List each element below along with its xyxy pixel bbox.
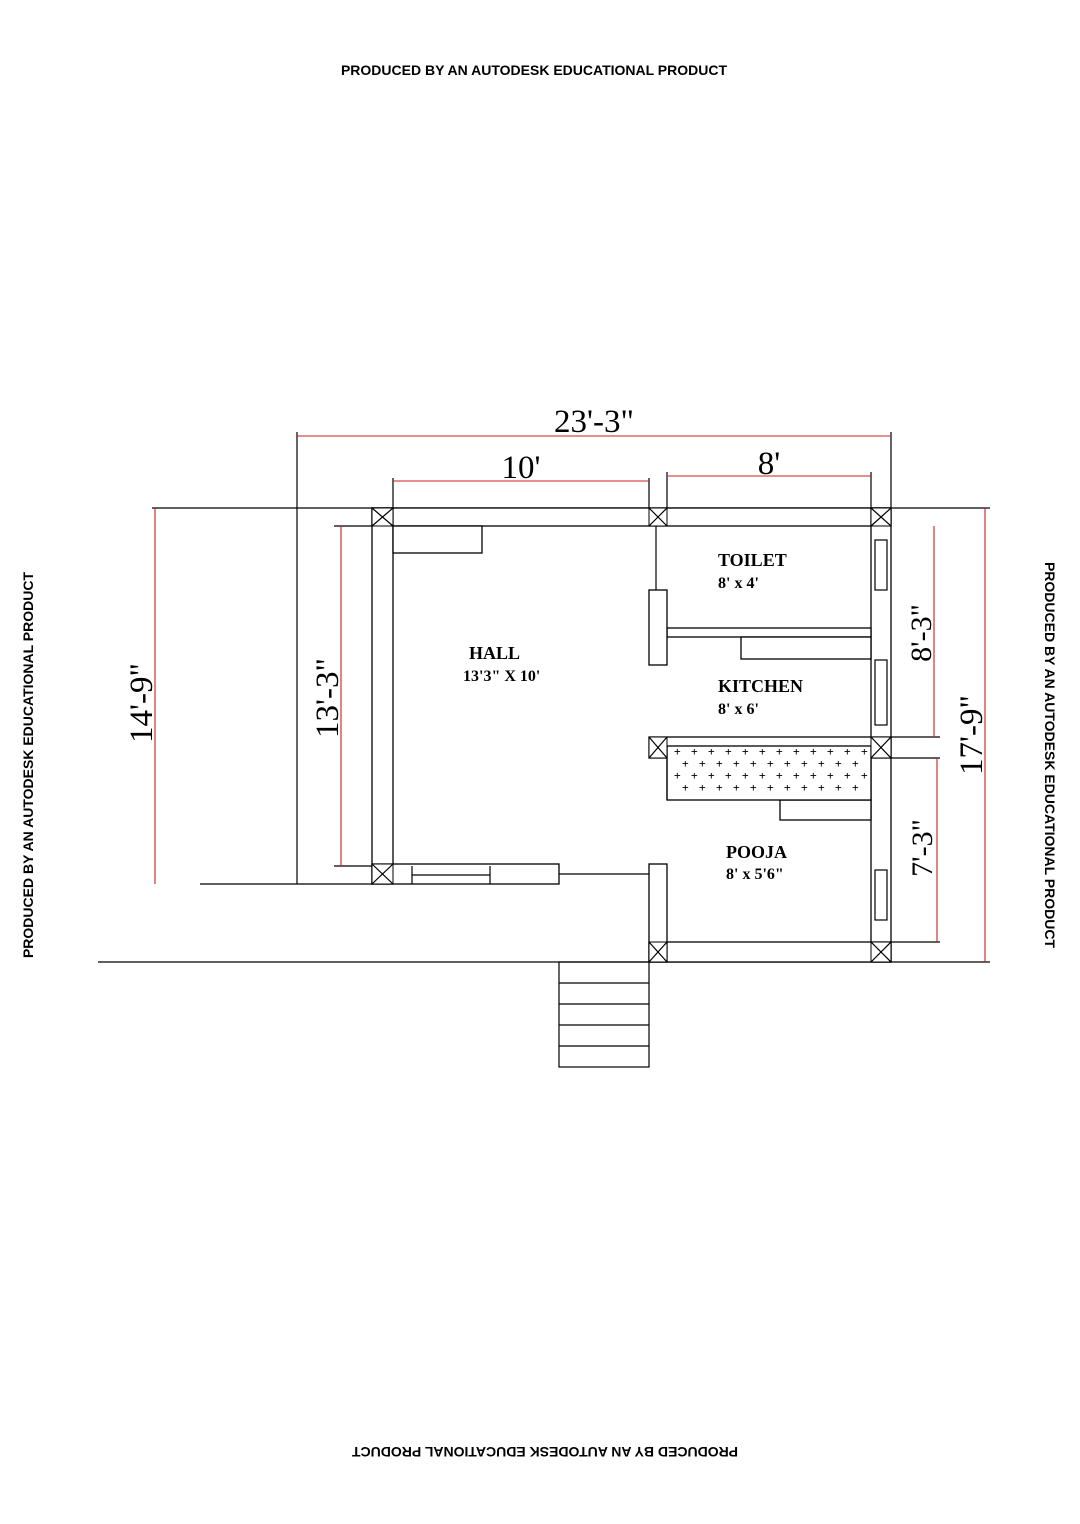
hatch-mark: + bbox=[759, 769, 766, 782]
hatch-mark: + bbox=[835, 781, 842, 794]
hatch-mark: + bbox=[725, 769, 732, 782]
hatch-mark: + bbox=[827, 745, 834, 758]
hatch-mark: + bbox=[776, 745, 783, 758]
room-pooja-name: POOJA bbox=[726, 842, 787, 862]
dim-left-inner-height: 13'-3" bbox=[310, 658, 346, 738]
hatch-mark: + bbox=[801, 781, 808, 794]
hatch-mark: + bbox=[733, 781, 740, 794]
hatch-mark: + bbox=[776, 769, 783, 782]
hatch-mark: + bbox=[682, 781, 689, 794]
hatch-mark: + bbox=[767, 781, 774, 794]
hatch-mark: + bbox=[691, 769, 698, 782]
hatch-mark: + bbox=[691, 745, 698, 758]
watermark-left: PRODUCED BY AN AUTODESK EDUCATIONAL PROD… bbox=[20, 572, 36, 959]
hatch-mark: + bbox=[708, 745, 715, 758]
room-toilet-size: 8' x 4' bbox=[718, 575, 759, 592]
hatch-mark: + bbox=[674, 745, 681, 758]
hatch-mark: + bbox=[793, 745, 800, 758]
hatch-mark: + bbox=[725, 745, 732, 758]
kitchen-counter-top bbox=[740, 636, 872, 660]
hatch-mark: + bbox=[835, 757, 842, 770]
hatch-mark: + bbox=[750, 781, 757, 794]
hatch-mark: + bbox=[844, 745, 851, 758]
column-cross bbox=[648, 736, 668, 759]
walls bbox=[371, 507, 892, 963]
hatch-mark: + bbox=[852, 781, 859, 794]
hatch-mark: + bbox=[784, 781, 791, 794]
dimension-lines bbox=[154, 435, 986, 962]
column-cross bbox=[371, 507, 394, 527]
hatch-mark: + bbox=[742, 769, 749, 782]
hatch-mark: + bbox=[699, 757, 706, 770]
hatch-mark: + bbox=[844, 769, 851, 782]
room-hall-name: HALL bbox=[469, 643, 520, 663]
hatch-mark: + bbox=[716, 781, 723, 794]
hatch-mark: + bbox=[818, 757, 825, 770]
hatch-mark: + bbox=[818, 781, 825, 794]
column-cross bbox=[371, 863, 394, 885]
hatch-mark: + bbox=[674, 769, 681, 782]
hatch-mark: + bbox=[801, 757, 808, 770]
dim-right-overall-height: 17'-9" bbox=[954, 695, 990, 775]
dim-right-width: 8' bbox=[758, 446, 780, 482]
hatch-mark: + bbox=[682, 757, 689, 770]
room-kitchen-name: KITCHEN bbox=[718, 676, 803, 696]
hatch-mark: + bbox=[810, 769, 817, 782]
room-hall-size: 13'3" X 10' bbox=[463, 668, 540, 685]
kitchen-platform: ++++++++++++++++++++++++++++++++++++++++… bbox=[666, 745, 872, 801]
entrance-stairs bbox=[558, 961, 650, 1068]
hatch-mark: + bbox=[810, 745, 817, 758]
hatch-mark: + bbox=[716, 757, 723, 770]
watermark-bottom: PRODUCED BY AN AUTODESK EDUCATIONAL PROD… bbox=[352, 1444, 739, 1460]
hatch-mark: + bbox=[861, 769, 868, 782]
toilet-door bbox=[648, 526, 668, 666]
column-cross bbox=[870, 736, 892, 759]
hatch-mark: + bbox=[733, 757, 740, 770]
column-cross bbox=[870, 941, 892, 963]
hatch-mark: + bbox=[852, 757, 859, 770]
hatch-mark: + bbox=[742, 745, 749, 758]
hatch-mark: + bbox=[827, 769, 834, 782]
column-cross bbox=[648, 507, 668, 527]
room-toilet-name: TOILET bbox=[718, 550, 787, 570]
columns bbox=[371, 507, 892, 963]
dim-right-upper-height: 8'-3" bbox=[905, 604, 938, 662]
dim-left-outer-height: 14'-9" bbox=[124, 663, 160, 743]
room-kitchen-size: 8' x 6' bbox=[718, 701, 759, 718]
watermark-right: PRODUCED BY AN AUTODESK EDUCATIONAL PROD… bbox=[1042, 562, 1058, 949]
hatch-mark: + bbox=[708, 769, 715, 782]
hatch-mark: + bbox=[767, 757, 774, 770]
column-cross bbox=[870, 507, 892, 527]
dim-hall-width: 10' bbox=[502, 450, 541, 486]
hall-bottom-window bbox=[411, 866, 649, 884]
hatch-mark: + bbox=[750, 757, 757, 770]
hatch-mark: + bbox=[784, 757, 791, 770]
hall-cabinet bbox=[392, 525, 483, 554]
room-pooja-size: 8' x 5'6" bbox=[726, 866, 784, 883]
hatch-mark: + bbox=[759, 745, 766, 758]
kitchen-counter-bottom bbox=[779, 799, 872, 821]
windows bbox=[874, 539, 888, 921]
hatch-mark: + bbox=[793, 769, 800, 782]
column-cross bbox=[648, 941, 668, 963]
hatch-mark: + bbox=[861, 745, 868, 758]
dim-overall-width: 23'-3" bbox=[554, 404, 634, 440]
watermark-top: PRODUCED BY AN AUTODESK EDUCATIONAL PROD… bbox=[341, 62, 728, 78]
dim-right-lower-height: 7'-3" bbox=[906, 819, 939, 877]
hatch-mark: + bbox=[699, 781, 706, 794]
